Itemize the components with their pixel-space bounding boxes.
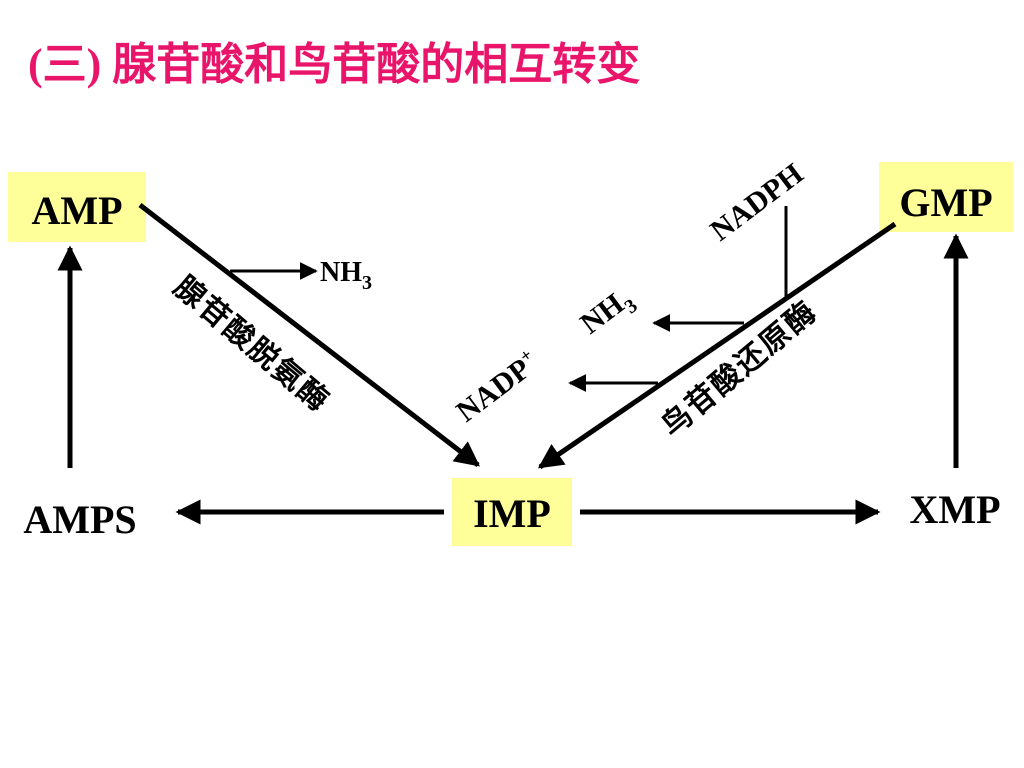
nh3-left-label: NH3 [320,257,372,294]
nh3-right-main: NH [574,287,630,340]
page-title: (三) 腺苷酸和鸟苷酸的相互转变 [28,40,641,89]
amp-label: AMP [31,188,122,233]
gmp-highlight [879,162,1013,232]
amps-label: AMPS [23,497,136,542]
xmp-label: XMP [909,487,1000,532]
nh3-left-sub: 3 [362,272,372,294]
nh3-right-label: NH3 [574,281,641,345]
nh3-left-main: NH [320,257,362,288]
nadp-main: NADP [450,352,536,429]
amp-highlight [8,172,146,242]
nadph-label: NADPH [704,157,809,248]
imp-label: IMP [473,491,551,536]
nadp-label: NADP+ [449,344,545,428]
gmp-label: GMP [899,180,992,225]
amp-to-imp-arrow [138,203,480,467]
imp-highlight [452,478,572,546]
gmp-to-imp-arrow [537,221,897,470]
